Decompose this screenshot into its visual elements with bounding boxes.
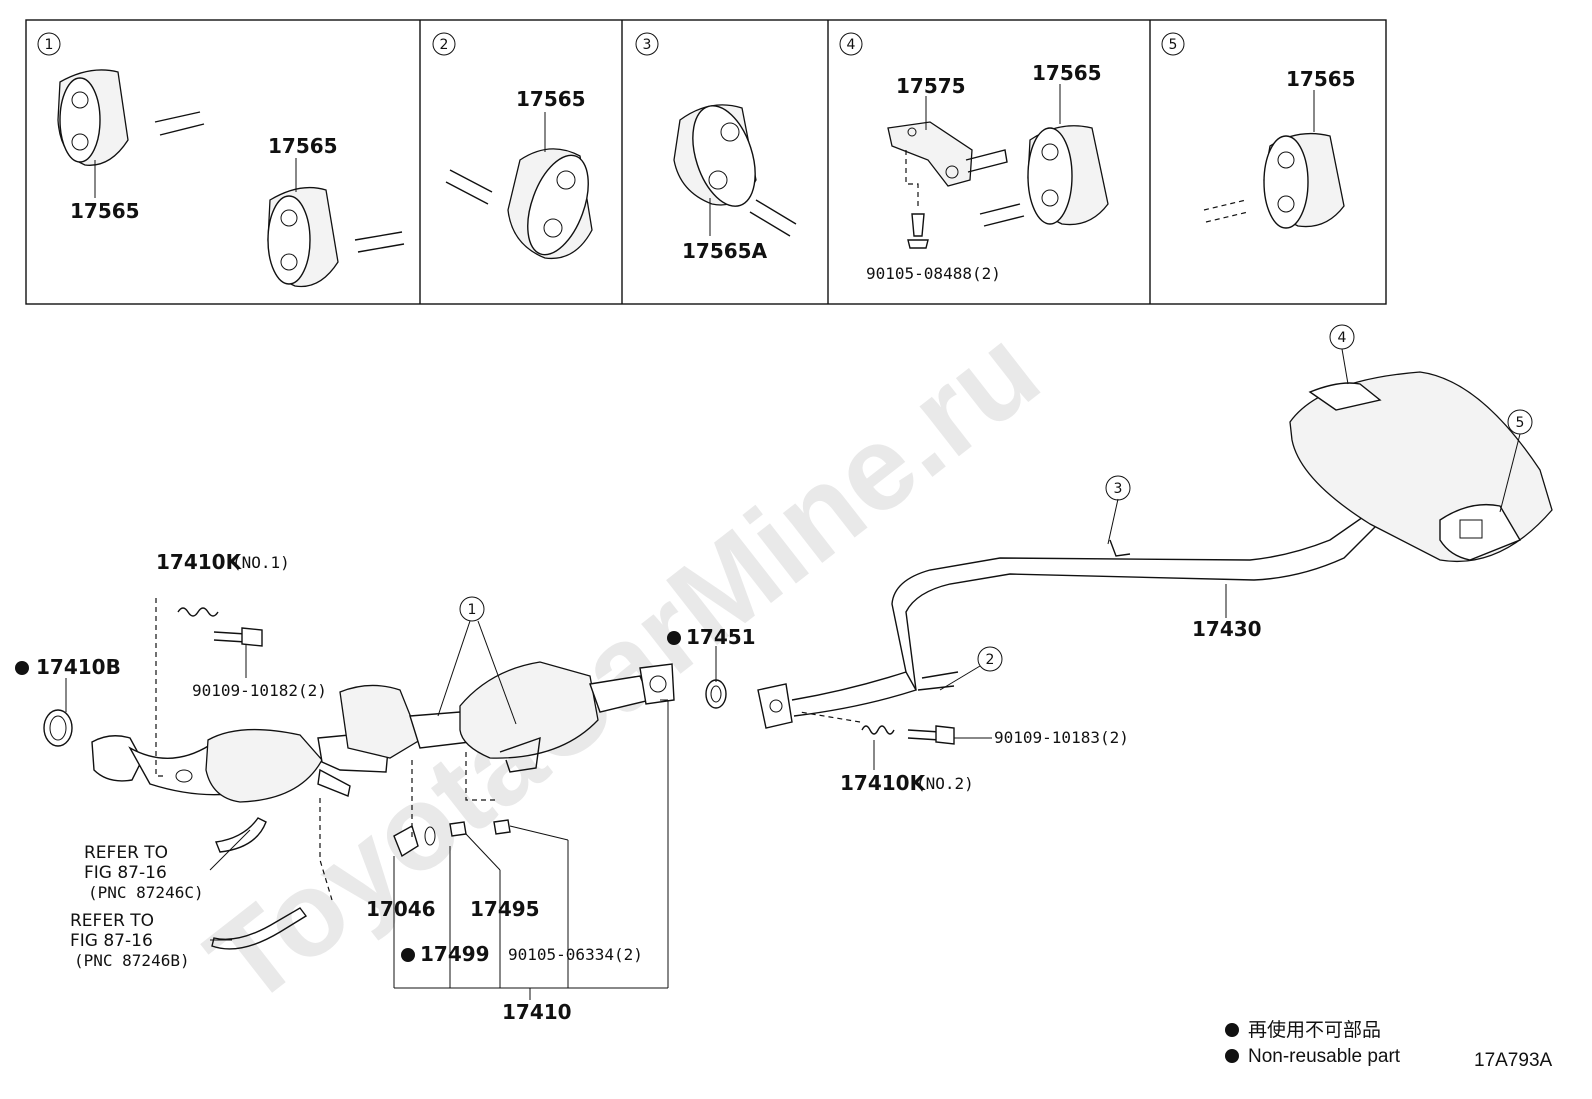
rubber-hanger-drawing	[673, 104, 797, 237]
label-17430: 17430	[1192, 617, 1262, 641]
label-17410B: 17410B	[36, 655, 121, 679]
inset-4-label-bolt: 90105-08488(2)	[866, 264, 1001, 283]
dashed-leader	[465, 752, 498, 801]
svg-text:2: 2	[440, 37, 449, 53]
callout-4: 4	[1329, 324, 1355, 350]
callout-2: 2	[977, 646, 1003, 672]
svg-text:4: 4	[1338, 330, 1347, 346]
svg-text:FIG 87-16: FIG 87-16	[84, 863, 167, 883]
inset-1-label-b: 17565	[268, 134, 338, 158]
dashed-leader	[155, 598, 166, 777]
label-90109-10182: 90109-10182(2)	[192, 681, 327, 700]
svg-text:REFER TO: REFER TO	[84, 843, 168, 863]
spring-bolt-drawing	[861, 725, 955, 745]
legend: 再使用不可部品 Non-reusable part	[1225, 1019, 1401, 1067]
svg-text:1: 1	[468, 602, 477, 618]
callout-3: 3	[1105, 475, 1131, 501]
label-17410K-no2-sub: (NO.2)	[916, 774, 974, 793]
spring-bolt-drawing	[177, 607, 263, 647]
svg-text:(PNC 87246B): (PNC 87246B)	[74, 951, 190, 970]
inset-1-number: 1	[37, 32, 61, 56]
label-17410K-no2: 17410K	[840, 771, 927, 795]
svg-text:5: 5	[1516, 415, 1525, 431]
rubber-hanger-drawing	[267, 186, 405, 288]
front-exhaust-pipe-drawing	[91, 661, 675, 950]
watermark: ToyotaCarMine.ru	[184, 302, 1063, 1030]
gasket-drawing	[705, 679, 727, 709]
inset-4-label-17575: 17575	[896, 74, 966, 98]
center-exhaust-pipe-drawing	[757, 507, 1383, 729]
inset-2-label: 17565	[516, 87, 586, 111]
inset-4-number: 4	[839, 32, 863, 56]
label-17410K-no1-sub: (NO.1)	[232, 553, 290, 572]
svg-text:REFER TO: REFER TO	[70, 911, 154, 931]
rubber-hanger-drawing	[1203, 132, 1345, 229]
legend-jp: 再使用不可部品	[1248, 1019, 1381, 1041]
inset-3-number: 3	[635, 32, 659, 56]
svg-text:5: 5	[1169, 37, 1178, 53]
svg-text:1: 1	[45, 37, 54, 53]
refer-note-87246B: REFER TO FIG 87-16 (PNC 87246B)	[70, 911, 190, 970]
inset-panel	[25, 19, 1387, 305]
label-90109-10183: 90109-10183(2)	[994, 728, 1129, 747]
label-17410: 17410	[502, 1000, 572, 1024]
label-17495: 17495	[470, 897, 540, 921]
dashed-leader	[319, 798, 333, 901]
label-17046: 17046	[366, 897, 436, 921]
label-17410K-no1: 17410K	[156, 550, 243, 574]
svg-text:4: 4	[847, 37, 856, 53]
svg-text:3: 3	[643, 37, 652, 53]
rubber-hanger-drawing	[979, 125, 1109, 227]
svg-text:2: 2	[986, 652, 995, 668]
non-reusable-dot	[667, 631, 681, 645]
label-17499: 17499	[420, 942, 490, 966]
refer-note-87246C: REFER TO FIG 87-16 (PNC 87246C)	[84, 843, 204, 902]
svg-text:(PNC 87246C): (PNC 87246C)	[88, 883, 204, 902]
dashed-leader	[799, 711, 861, 723]
inset-5-label: 17565	[1286, 67, 1356, 91]
svg-text:FIG 87-16: FIG 87-16	[70, 931, 153, 951]
non-reusable-dot	[15, 661, 29, 675]
svg-text:3: 3	[1114, 481, 1123, 497]
label-90105-06334: 90105-06334(2)	[508, 945, 643, 964]
inset-1-label-a: 17565	[70, 199, 140, 223]
callout-1: 1	[459, 596, 485, 622]
inset-3-label: 17565A	[682, 239, 768, 263]
inset-2-number: 2	[432, 32, 456, 56]
inset-4-label-17565: 17565	[1032, 61, 1102, 85]
non-reusable-dot	[401, 948, 415, 962]
callout-5: 5	[1507, 409, 1533, 435]
figure-code: 17A793A	[1474, 1050, 1553, 1071]
legend-en: Non-reusable part	[1248, 1046, 1401, 1067]
muffler-drawing	[1289, 371, 1553, 563]
label-17451: 17451	[686, 625, 756, 649]
bracket-drawing	[887, 121, 1008, 249]
rubber-hanger-drawing	[57, 69, 205, 166]
gasket-drawing	[43, 709, 73, 747]
inset-5-number: 5	[1161, 32, 1185, 56]
rubber-hanger-drawing	[445, 148, 593, 260]
leader-lines	[65, 348, 1521, 1000]
